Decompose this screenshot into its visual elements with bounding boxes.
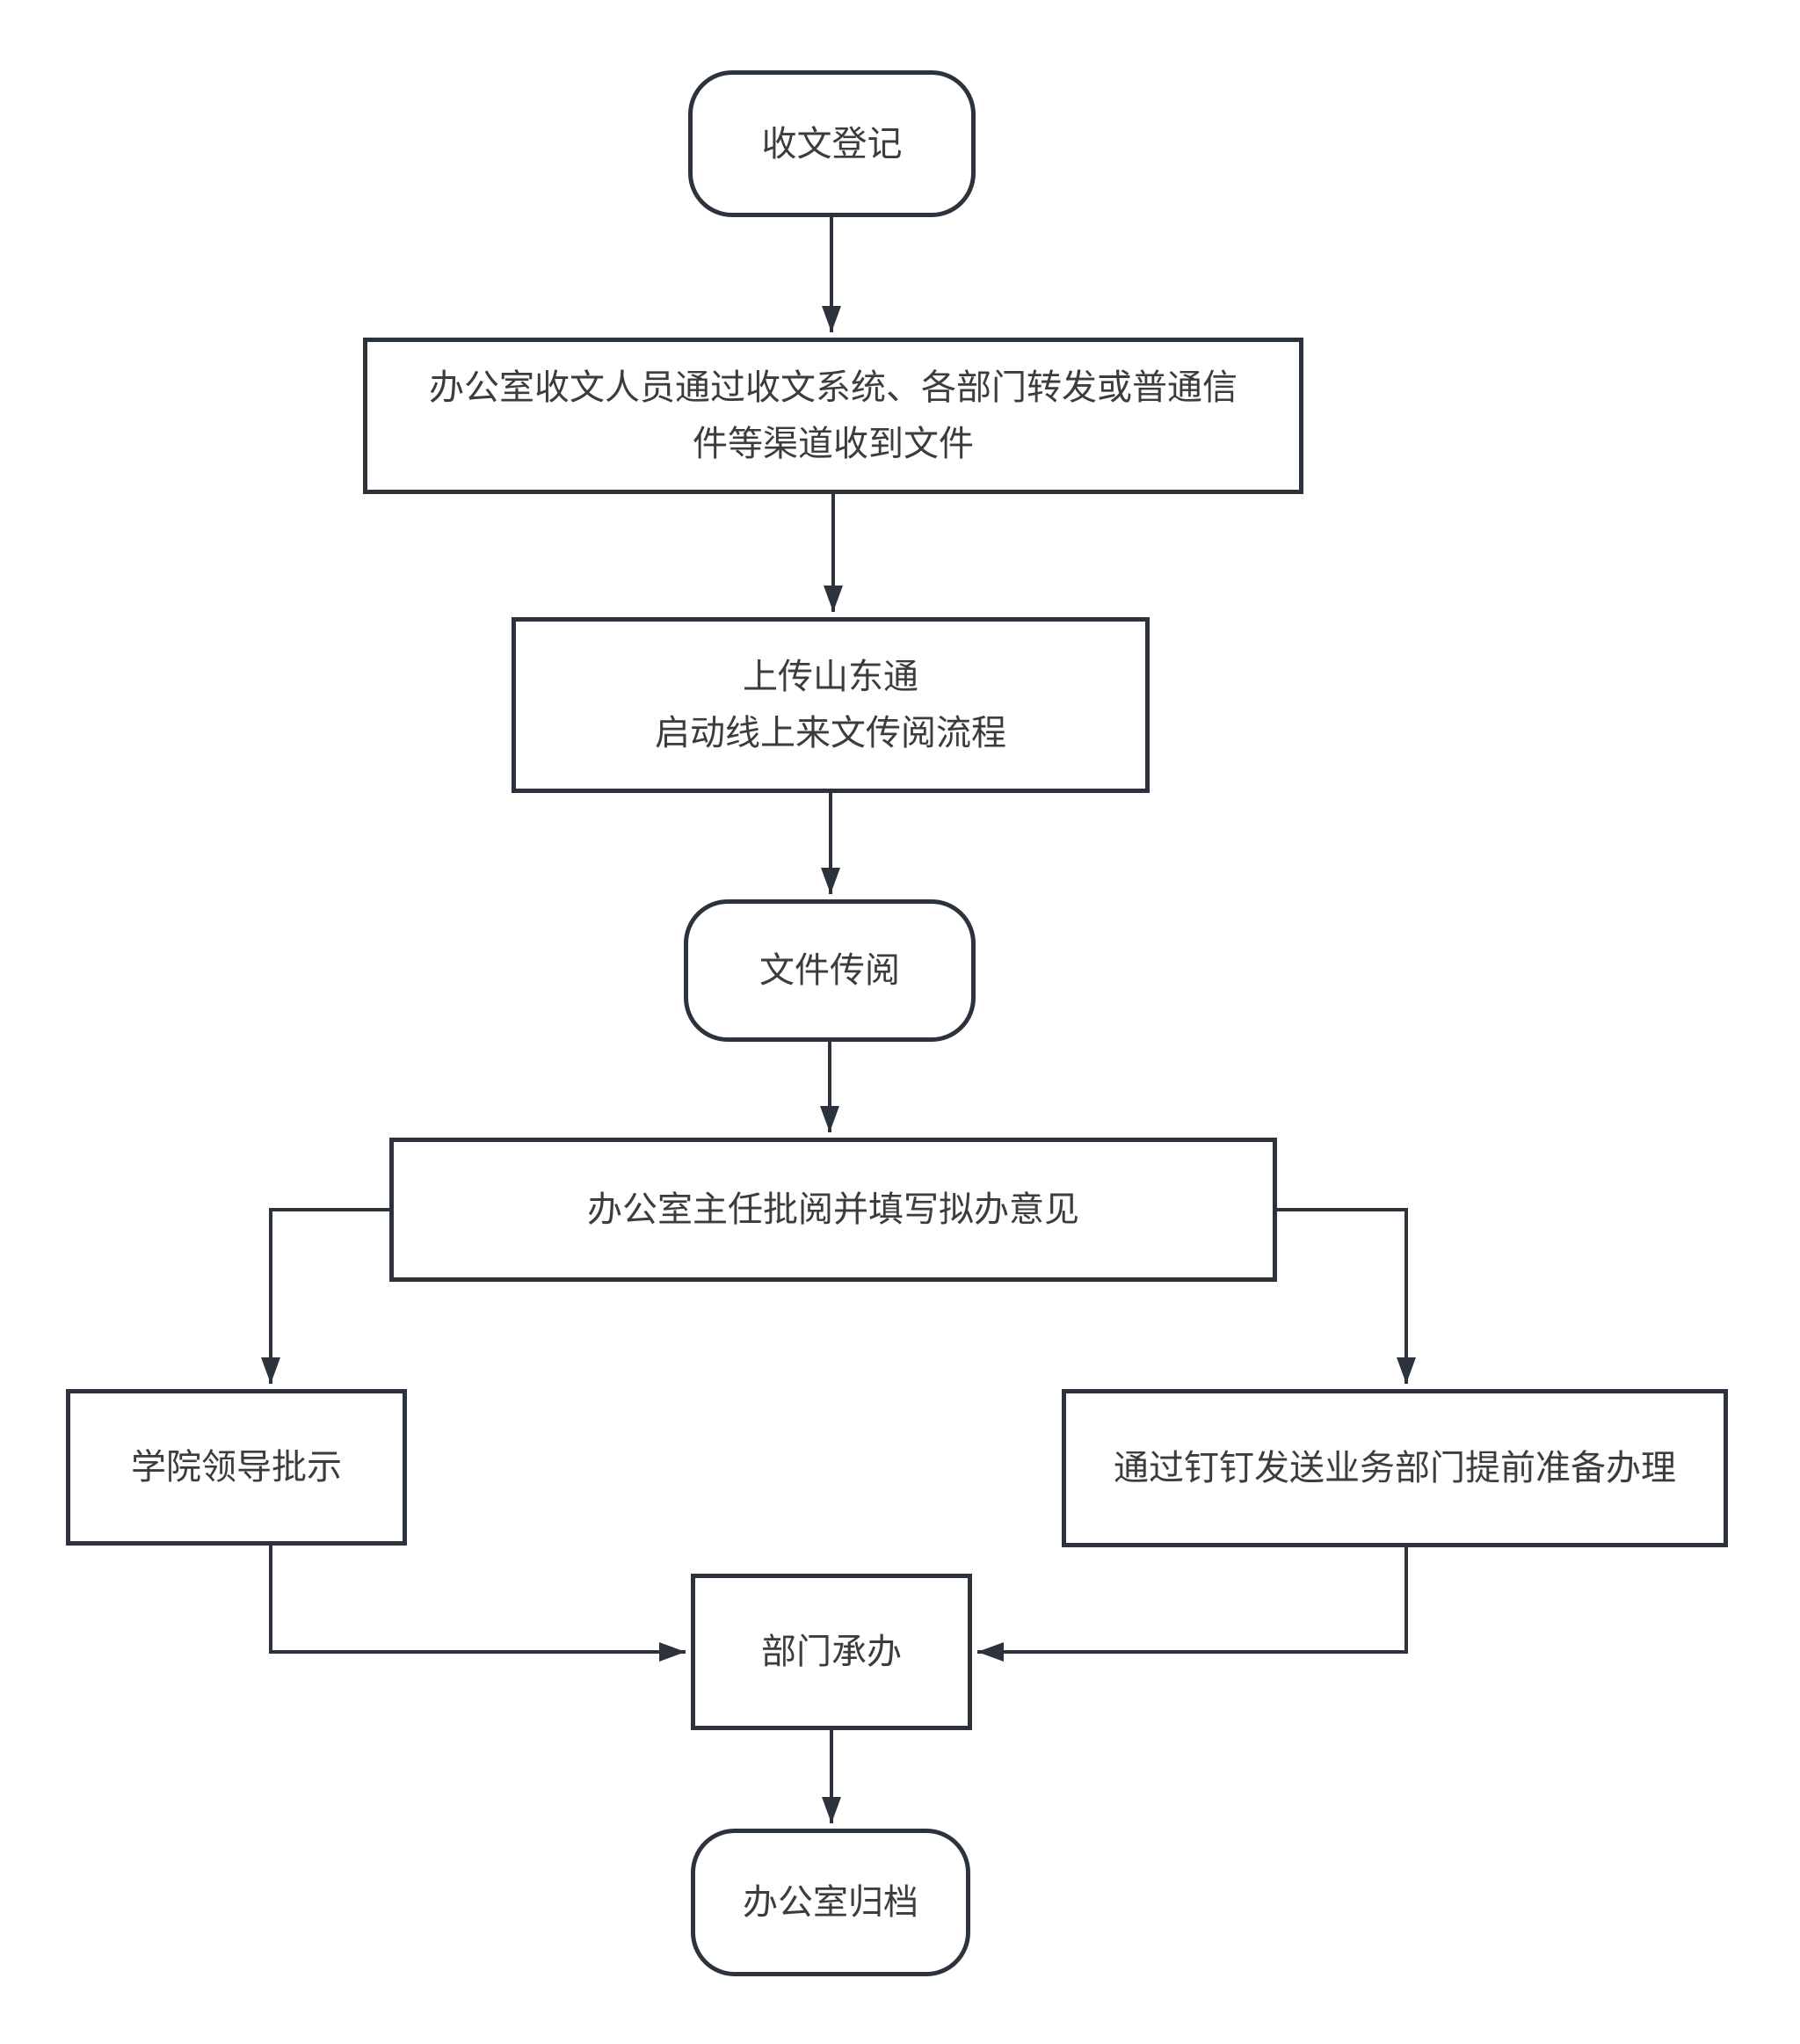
node-label: 通过钉钉发送业务部门提前准备办理 [1114, 1449, 1676, 1488]
node-office-archive[interactable]: 办公室归档 [691, 1829, 970, 1976]
node-label: 上传山东通 启动线上来文传阅流程 [655, 658, 1006, 753]
node-leader-instructions[interactable]: 学院领导批示 [66, 1389, 407, 1546]
node-upload-shandongtong[interactable]: 上传山东通 启动线上来文传阅流程 [512, 617, 1150, 793]
edge-director-to-leader [261, 1208, 391, 1384]
edge-dingtalk-to-department [977, 1546, 1408, 1662]
node-label: 办公室收文人员通过收文系统、各部门转发或普通信 件等渠道收到文件 [429, 368, 1238, 463]
node-label: 部门承办 [761, 1633, 902, 1671]
node-department-handling[interactable]: 部门承办 [691, 1574, 972, 1730]
node-director-review[interactable]: 办公室主任批阅并填写拟办意见 [389, 1138, 1277, 1282]
node-label: 收文登记 [761, 124, 903, 164]
node-label: 文件传阅 [759, 951, 900, 990]
node-document-circulation[interactable]: 文件传阅 [684, 899, 976, 1042]
node-label: 学院领导批示 [131, 1448, 342, 1487]
node-dingtalk-notify-department[interactable]: 通过钉钉发送业务部门提前准备办理 [1062, 1389, 1728, 1547]
node-label: 办公室主任批阅并填写拟办意见 [587, 1190, 1079, 1229]
node-label: 办公室归档 [743, 1883, 918, 1922]
node-receipt-registration[interactable]: 收文登记 [688, 70, 976, 217]
node-receive-documents[interactable]: 办公室收文人员通过收文系统、各部门转发或普通信 件等渠道收到文件 [363, 338, 1303, 494]
edge-leader-to-department [269, 1544, 686, 1662]
edge-director-to-dingtalk [1275, 1208, 1416, 1384]
